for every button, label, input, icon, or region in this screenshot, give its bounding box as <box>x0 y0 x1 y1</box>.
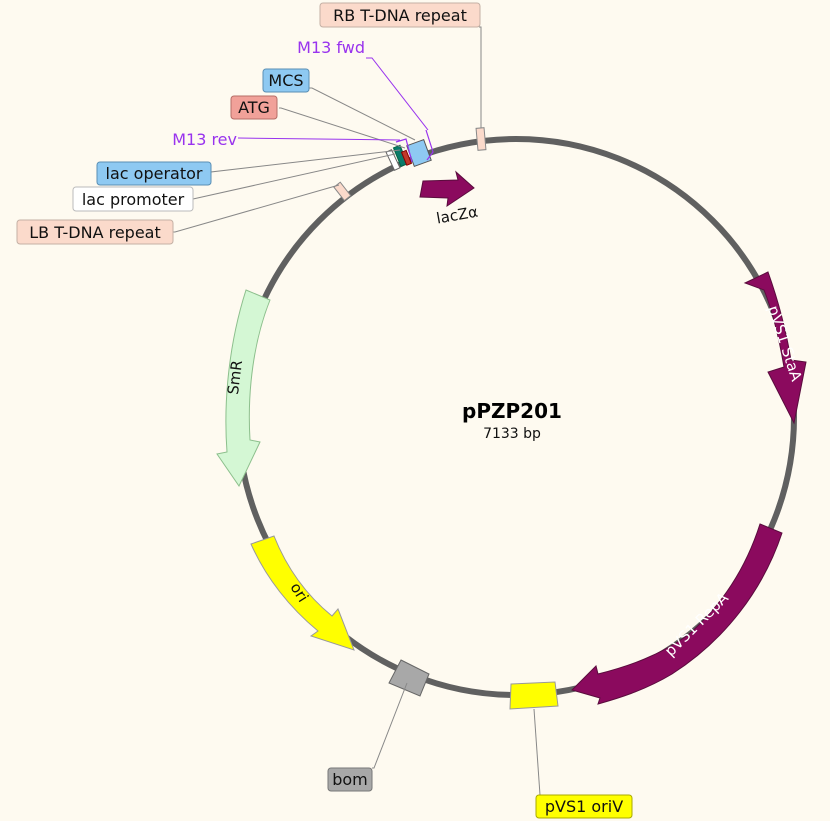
lacz-label: lacZα <box>435 203 479 228</box>
lac-promoter-label: lac promoter <box>82 190 185 209</box>
leader-lines <box>173 26 541 796</box>
oriv-feature[interactable] <box>509 681 559 710</box>
plasmid-size: 7133 bp <box>483 426 541 442</box>
lb-repeat-marker[interactable] <box>333 181 352 202</box>
plasmid-name: pPZP201 <box>462 399 562 423</box>
rb-repeat-marker[interactable] <box>475 127 487 151</box>
smr-label: SmR <box>224 359 246 395</box>
mcs-label: MCS <box>268 71 303 90</box>
rb-repeat-label-group[interactable]: RB T-DNA repeat <box>319 2 481 28</box>
lb-repeat-label: LB T-DNA repeat <box>29 223 161 242</box>
m13-rev-leader <box>237 137 401 141</box>
m13-fwd-leader <box>366 57 429 131</box>
rep-feature[interactable] <box>571 523 783 705</box>
atg-marker[interactable] <box>400 149 413 166</box>
stab-feature[interactable] <box>743 271 807 425</box>
m13-rev-label[interactable]: M13 rev <box>172 130 237 149</box>
smr-feature[interactable] <box>216 289 271 487</box>
rb-repeat-label: RB T-DNA repeat <box>333 6 467 25</box>
m13-fwd-bracket <box>425 129 434 161</box>
mcs-label-group[interactable]: MCS <box>262 68 310 93</box>
bom-feature[interactable] <box>388 659 430 697</box>
lb-repeat-label-group[interactable]: LB T-DNA repeat <box>16 219 174 245</box>
atg-label-group[interactable]: ATG <box>230 95 278 120</box>
lac-operator-label: lac operator <box>106 164 203 183</box>
bom-label-group[interactable]: bom <box>327 767 373 792</box>
atg-label: ATG <box>238 98 270 117</box>
m13-fwd-label[interactable]: M13 fwd <box>297 38 365 57</box>
lac-operator-label-group[interactable]: lac operator <box>96 161 212 186</box>
bom-label: bom <box>332 770 368 789</box>
ori-feature[interactable] <box>250 535 355 651</box>
oriv-label-group[interactable]: pVS1 oriV <box>535 794 633 819</box>
m13-rev-bracket <box>395 138 413 163</box>
lac-promoter-label-group[interactable]: lac promoter <box>72 186 194 212</box>
oriv-label: pVS1 oriV <box>545 797 623 816</box>
lacz-feature[interactable] <box>419 170 475 208</box>
